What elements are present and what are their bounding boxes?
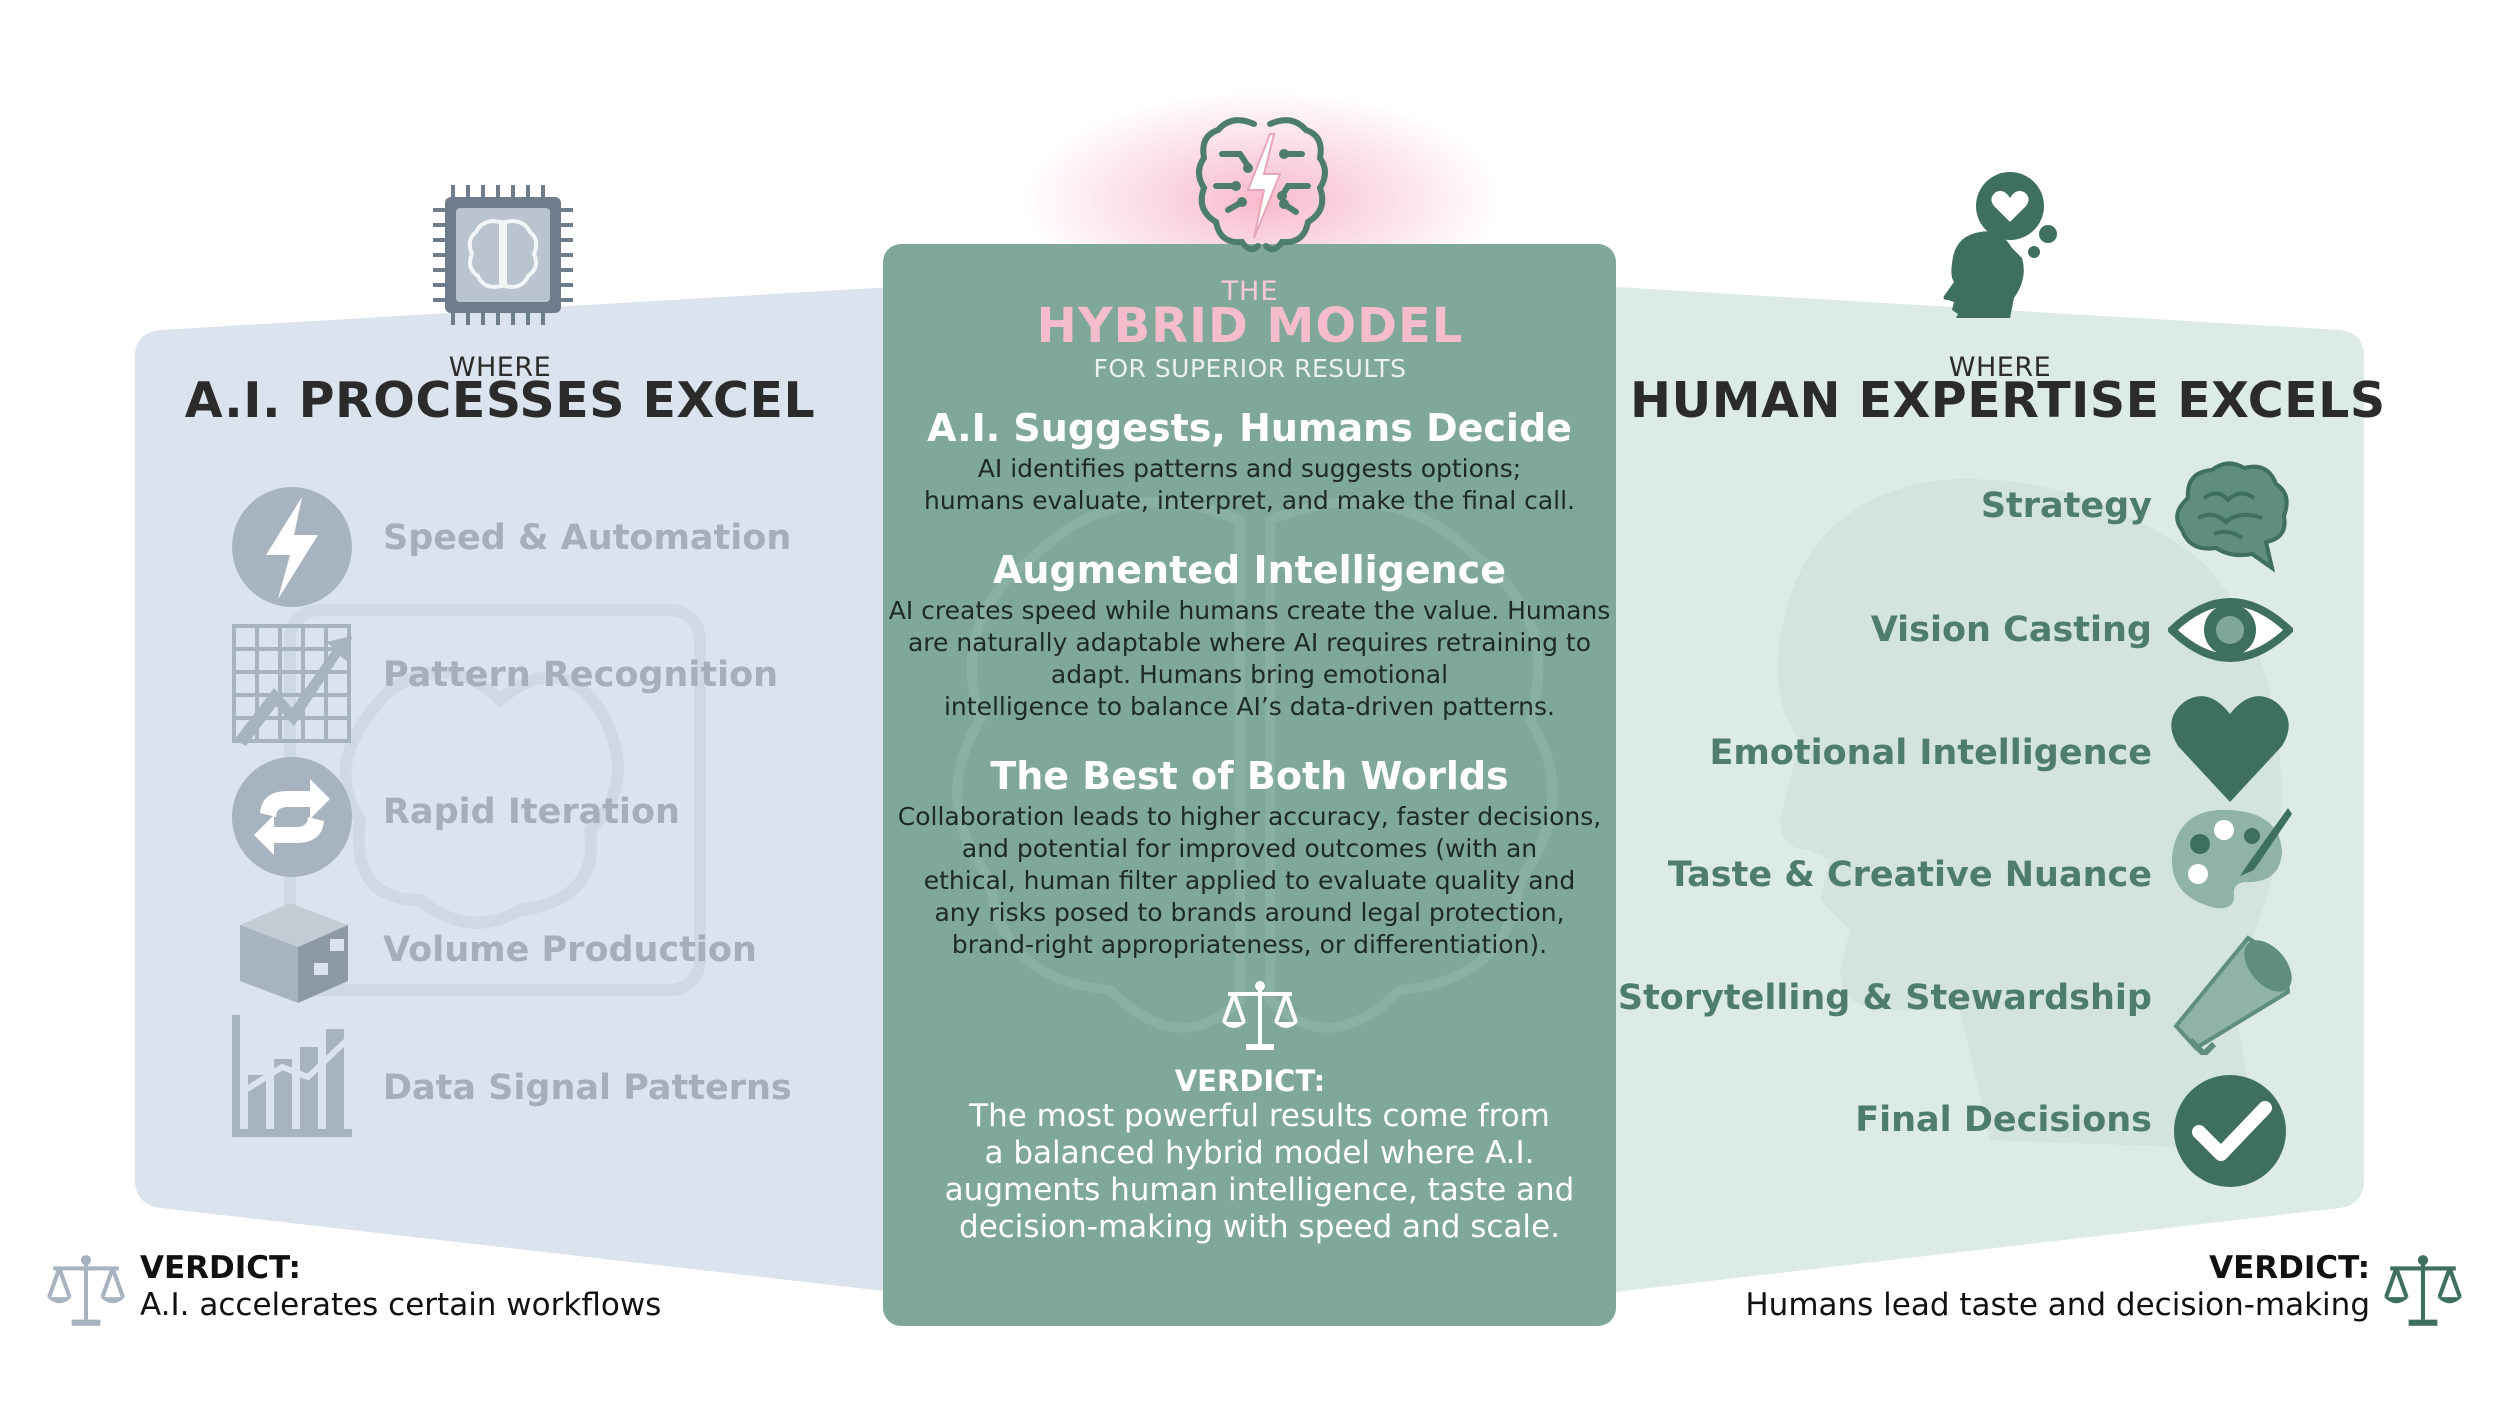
left-verdict-label: VERDICT: (140, 1250, 301, 1286)
palette-icon (2168, 802, 2293, 917)
center-verdict-label: VERDICT: (1174, 1064, 1326, 1098)
brain-lightning-icon (1192, 110, 1332, 260)
left-title: A.I. PROCESSES EXCEL (184, 372, 816, 429)
trend-chart-icon (230, 622, 355, 747)
center-verdict-body: The most powerful results come from a ba… (944, 1098, 1575, 1245)
left-item-label: Volume Production (383, 930, 757, 970)
megaphone-icon (2168, 930, 2293, 1059)
section-heading: A.I. Suggests, Humans Decide (927, 406, 1572, 450)
brain-watermark-icon (952, 497, 1558, 1033)
left-item-label: Rapid Iteration (383, 792, 680, 832)
right-where-label: WHERE (1948, 352, 2052, 383)
right-item-label: Strategy (1980, 486, 2152, 526)
ai-chip-icon (428, 180, 578, 330)
hybrid-subtitle: FOR SUPERIOR RESULTS (1093, 354, 1407, 383)
hybrid-title: HYBRID MODEL (1036, 298, 1464, 354)
head-watermark-icon (1777, 479, 2282, 1150)
scales-icon (1220, 978, 1300, 1058)
section-body: AI creates speed while humans create the… (888, 596, 1611, 721)
right-item-label: Vision Casting (1870, 610, 2152, 650)
right-verdict-label: VERDICT: (2209, 1250, 2370, 1286)
left-item-label: Speed & Automation (383, 518, 792, 558)
checkmark-icon (2173, 1074, 2288, 1189)
right-item-label: Taste & Creative Nuance (1667, 855, 2152, 895)
left-item-label: Data Signal Patterns (383, 1068, 792, 1108)
center-panel (883, 244, 1616, 1326)
left-item-label: Pattern Recognition (383, 655, 779, 695)
lightning-icon (230, 485, 355, 610)
bar-chart-icon (230, 1015, 355, 1140)
left-where-label: WHERE (448, 352, 552, 383)
hybrid-pretitle: THE (1221, 276, 1279, 307)
section-body: AI identifies patterns and suggests opti… (923, 454, 1576, 515)
brain-icon (2168, 458, 2293, 573)
section-body: Collaboration leads to higher accuracy, … (897, 802, 1602, 959)
boxes-icon (230, 885, 355, 1010)
right-item-label: Storytelling & Stewardship (1617, 978, 2152, 1018)
right-item-label: Emotional Intelligence (1709, 733, 2152, 773)
left-verdict-text: A.I. accelerates certain workflows (140, 1287, 662, 1323)
right-title: HUMAN EXPERTISE EXCELS (1630, 372, 2386, 429)
heart-icon (2168, 690, 2293, 805)
scales-icon (2382, 1252, 2464, 1334)
scales-icon (45, 1252, 127, 1334)
section-heading: Augmented Intelligence (993, 548, 1506, 592)
head-heart-icon (1930, 168, 2070, 318)
right-item-label: Final Decisions (1855, 1100, 2152, 1140)
section-heading: The Best of Both Worlds (990, 754, 1509, 798)
eye-icon (2166, 588, 2295, 673)
right-verdict-text: Humans lead taste and decision-making (1745, 1287, 2370, 1323)
cycle-arrows-icon (230, 755, 355, 880)
